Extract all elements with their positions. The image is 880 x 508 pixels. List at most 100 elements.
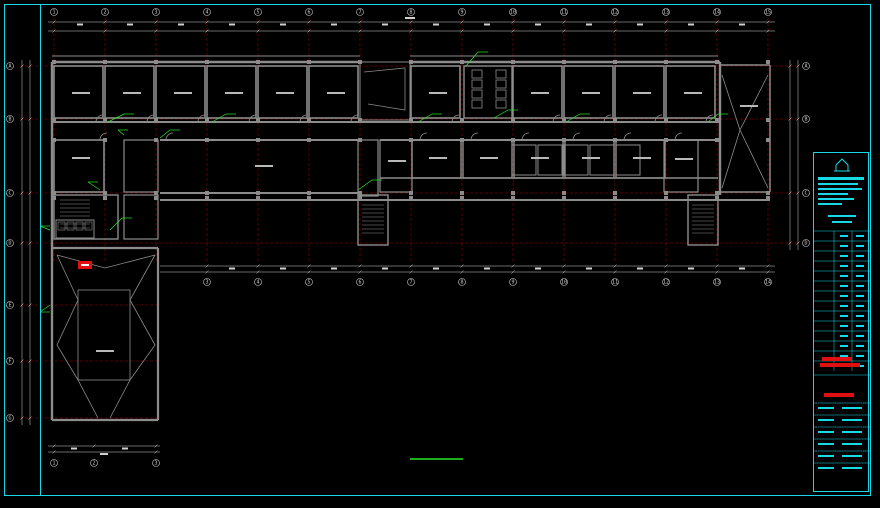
title-row-text [840,305,848,307]
toilet-stall [495,69,507,79]
top-axis-label-circle [509,8,517,16]
dimension-tick [788,117,792,121]
left-axis-label-circle [6,357,14,365]
column-post [511,138,515,142]
toilet-stall [495,89,507,99]
dimension-tick [766,264,770,268]
annotation-leader [39,225,51,231]
annotation-leader [417,113,433,123]
company-name [818,177,864,180]
dimension-tick [409,270,413,274]
column-post [766,191,770,195]
title-row-value [842,407,862,409]
top-axis-label: 7 [358,10,361,16]
bottom-axis-label-circle [611,278,619,286]
top-axis-label: 13 [663,10,669,16]
dimension-tick [460,29,464,33]
dimension-tick [256,29,260,33]
dimension-text [100,453,108,455]
top-axis-label-circle [305,8,313,16]
title-row-value [856,315,864,317]
wc [511,144,537,176]
bottom-axis-label: 3 [205,280,208,286]
column-post [409,138,413,142]
title-row-text [840,285,848,287]
right-axis-label: D [804,241,807,247]
classroom [257,65,308,119]
dimension-text [280,267,286,270]
top-axis-label-circle [662,8,670,16]
column-post [103,138,107,142]
classroom [53,139,105,193]
column-post [460,60,464,64]
dimension-tick [664,20,668,24]
title-row-value [856,255,864,257]
title-row-value [856,245,864,247]
classroom [308,65,359,119]
column-post [307,138,311,142]
dimension-text [382,23,388,26]
right-axis-label-circle [802,115,810,123]
title-row-text [840,295,848,297]
door-swing [674,132,683,141]
bottom-axis-label: 8 [460,280,463,286]
wing-bottom-axis-label-circle [152,459,160,467]
dimension-tick [20,117,24,121]
bottom-axis-label-circle [560,278,568,286]
dimension-tick [358,264,362,268]
left-axis-label: C [8,191,11,197]
dimension-text [586,23,592,26]
title-row-text [840,335,848,337]
dimension-tick [52,450,56,454]
dimension-tick [52,29,56,33]
left-axis-label: A [8,64,11,70]
company-subtitle [818,183,858,185]
dimension-tick [28,416,32,420]
column-post [358,191,362,195]
title-row-value [856,325,864,327]
dimension-tick [409,264,413,268]
column-post [103,60,107,64]
stair-tower [687,194,719,246]
title-row-text [840,355,848,357]
dimension-tick [28,117,32,121]
company-subtitle [818,188,862,190]
top-axis-label: 15 [765,10,771,16]
toilet-stall [84,221,93,231]
top-axis-label-circle [611,8,619,16]
title-row-text [840,255,848,257]
column-post [205,118,209,122]
top-axis-label: 4 [205,10,208,16]
door-swing [654,114,663,123]
door-swing [99,132,108,141]
top-axis-label: 11 [561,10,567,16]
column-post [409,191,413,195]
wc [537,144,563,176]
left-axis-label-circle [6,115,14,123]
column-post [205,196,209,200]
title-row-text [840,245,848,247]
top-axis-label: 3 [154,10,157,16]
door-swing [451,114,460,123]
dimension-tick [307,264,311,268]
dimension-tick [766,270,770,274]
title-block [813,152,870,492]
column-post [664,196,668,200]
dimension-tick [613,270,617,274]
dimension-tick [307,29,311,33]
dimension-tick [562,29,566,33]
classroom [563,65,614,119]
dimension-tick [20,241,24,245]
column-post [511,196,515,200]
top-axis-label: 10 [510,10,516,16]
dimension-tick [664,264,668,268]
column-post [664,191,668,195]
bottom-axis-label-circle [305,278,313,286]
column-post [664,60,668,64]
bottom-axis-label-circle [407,278,415,286]
annotation-leader [87,181,101,191]
wc [589,144,615,176]
dimension-tick [409,29,413,33]
title-highlight [822,357,852,361]
